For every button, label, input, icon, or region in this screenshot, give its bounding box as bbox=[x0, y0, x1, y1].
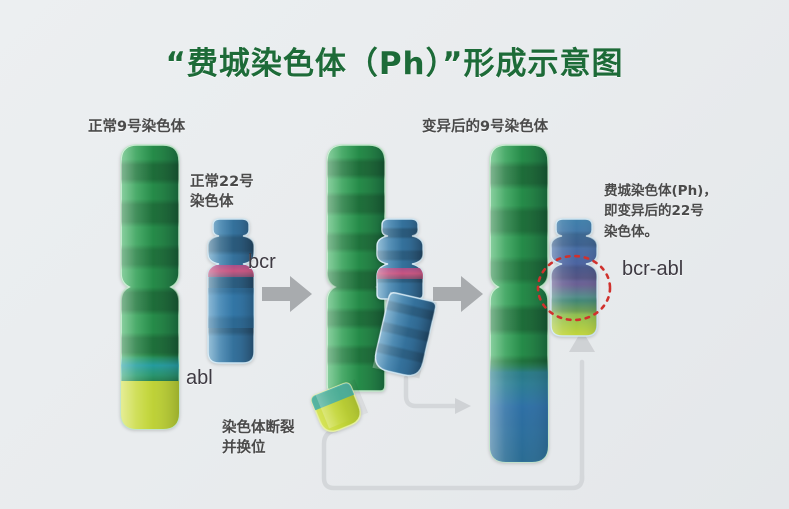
bcr-abl-highlight-circle bbox=[536, 254, 612, 322]
chromosome-22-upper-fragment bbox=[376, 218, 424, 300]
label-philadelphia-chromosome: 费城染色体(Ph)， 即变异后的22号 染色体。 bbox=[604, 183, 717, 240]
label-bcr-abl-fusion: bcr-abl bbox=[622, 258, 684, 280]
label-chromosome-9-normal: 正常9号染色体 bbox=[88, 119, 186, 135]
chromosome-9-fragment bbox=[310, 379, 369, 433]
page-title: “费城染色体（Ph）”形成示意图 bbox=[165, 46, 624, 82]
label-chromosome-22-normal: 正常22号 染色体 bbox=[190, 174, 254, 210]
chromosome-22-lower-fragment bbox=[372, 291, 437, 379]
chromosome-22-normal bbox=[207, 218, 255, 364]
stage-arrow-2 bbox=[433, 276, 483, 312]
chromosome-9-broken bbox=[326, 144, 386, 392]
label-bcr-gene: bcr bbox=[248, 251, 276, 273]
label-abl-gene: abl bbox=[186, 367, 213, 389]
philadelphia-chromosome bbox=[550, 218, 598, 337]
label-chromosome-breakage: 染色体断裂 并换位 bbox=[222, 420, 295, 456]
chromosome-9-normal bbox=[120, 144, 180, 430]
chromosome-9-mutated bbox=[489, 144, 549, 463]
stage-arrow-1 bbox=[262, 276, 312, 312]
connector-lines bbox=[321, 330, 595, 491]
label-chromosome-9-mutated: 变异后的9号染色体 bbox=[422, 119, 549, 135]
